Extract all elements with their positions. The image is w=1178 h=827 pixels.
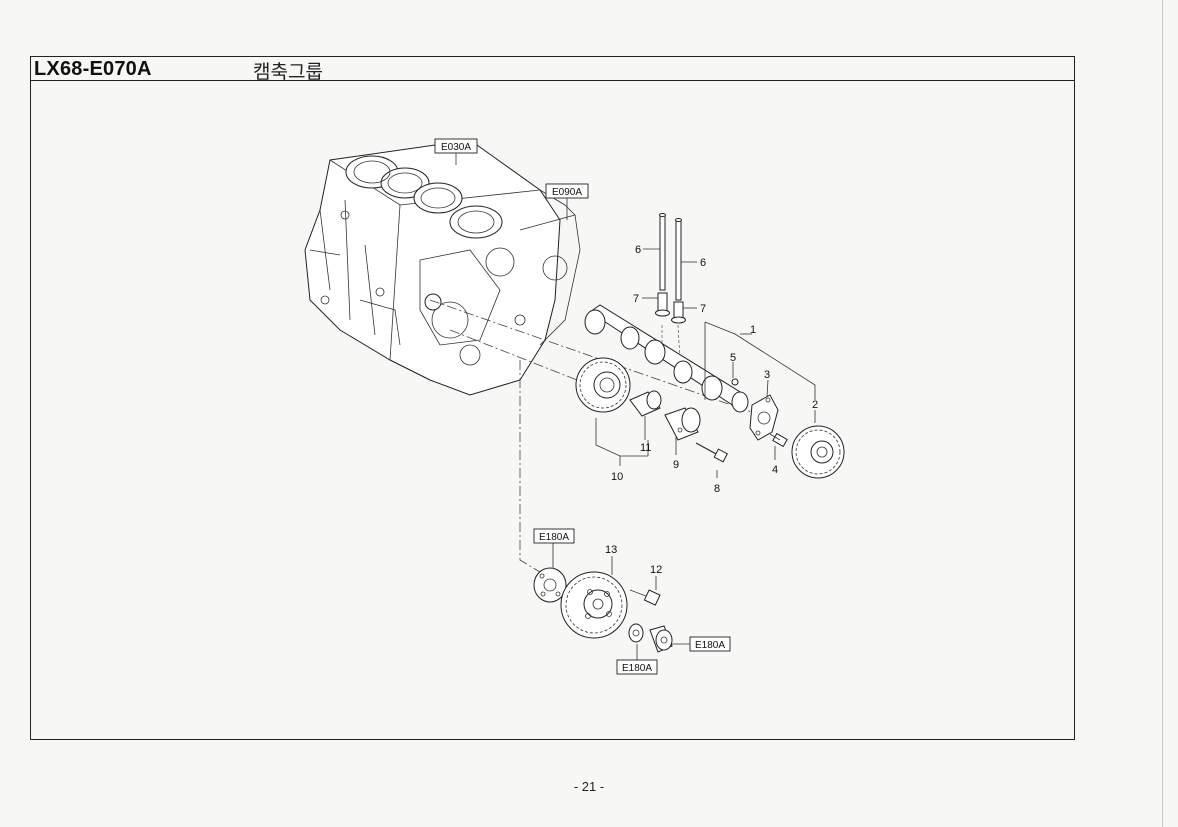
callout-1: 1: [750, 324, 756, 336]
lower-gear-collar: [649, 625, 673, 653]
tappet-right: [671, 301, 686, 324]
camshaft-gear: [791, 425, 845, 479]
idle-gear-bushing: [629, 390, 662, 417]
idle-gear-axis-line: [519, 360, 546, 576]
idle-gear: [575, 357, 631, 413]
thrust-plate: [749, 394, 779, 441]
callout-7-left: 7: [633, 293, 639, 305]
lower-gear-bolt: [629, 589, 661, 606]
lower-leader-lines: [611, 556, 690, 660]
callout-4: 4: [772, 464, 778, 476]
push-rod-right: [675, 218, 682, 301]
callout-5: 5: [730, 352, 736, 364]
ref-box-e180a-top: E180A: [533, 528, 575, 570]
thrust-plate-bolt: [769, 432, 788, 448]
ref-box-e180a-bottom: E180A: [616, 659, 658, 675]
callout-2: 2: [812, 399, 818, 411]
ref-box-e180a-right: E180A: [689, 636, 731, 652]
camshaft: [584, 304, 749, 413]
scan-edge: [1162, 0, 1163, 827]
group-code: LX68-E070A: [34, 58, 152, 80]
callout-7-right: 7: [700, 303, 706, 315]
callout-11: 11: [640, 442, 651, 454]
ref-label-e180a-right: E180A: [695, 640, 725, 651]
idle-gear-shaft: [664, 407, 701, 441]
ref-label-e180a-bottom: E180A: [622, 663, 652, 674]
ref-label-e090a: E090A: [552, 187, 582, 198]
push-rod-left: [659, 213, 666, 291]
ref-box-e090a: E090A: [545, 183, 589, 220]
lower-idle-gear: [560, 571, 628, 639]
ref-label-e180a-top: E180A: [539, 532, 569, 543]
callout-8: 8: [714, 483, 720, 495]
page-frame: [30, 56, 1075, 740]
callout-6-left: 6: [635, 244, 641, 256]
page-number: - 21 -: [573, 779, 605, 794]
group-title: 캠축그룹: [253, 61, 323, 83]
upper-leader-lines: [595, 248, 816, 478]
tappet-left: [655, 292, 670, 317]
callout-3: 3: [764, 369, 770, 381]
ref-label-e030a: E030A: [441, 142, 471, 153]
callout-9: 9: [673, 459, 679, 471]
callout-10: 10: [611, 471, 623, 483]
callout-13: 13: [605, 544, 617, 556]
ref-box-e030a: E030A: [434, 138, 478, 165]
callout-12: 12: [650, 564, 662, 576]
cylinder-block-illustration: [304, 139, 581, 396]
lower-gear-washer: [628, 623, 644, 643]
gear-hub-flange: [533, 567, 567, 603]
header-divider: [30, 80, 1075, 81]
callout-6-right: 6: [700, 257, 706, 269]
idle-shaft-bolt: [695, 442, 728, 463]
